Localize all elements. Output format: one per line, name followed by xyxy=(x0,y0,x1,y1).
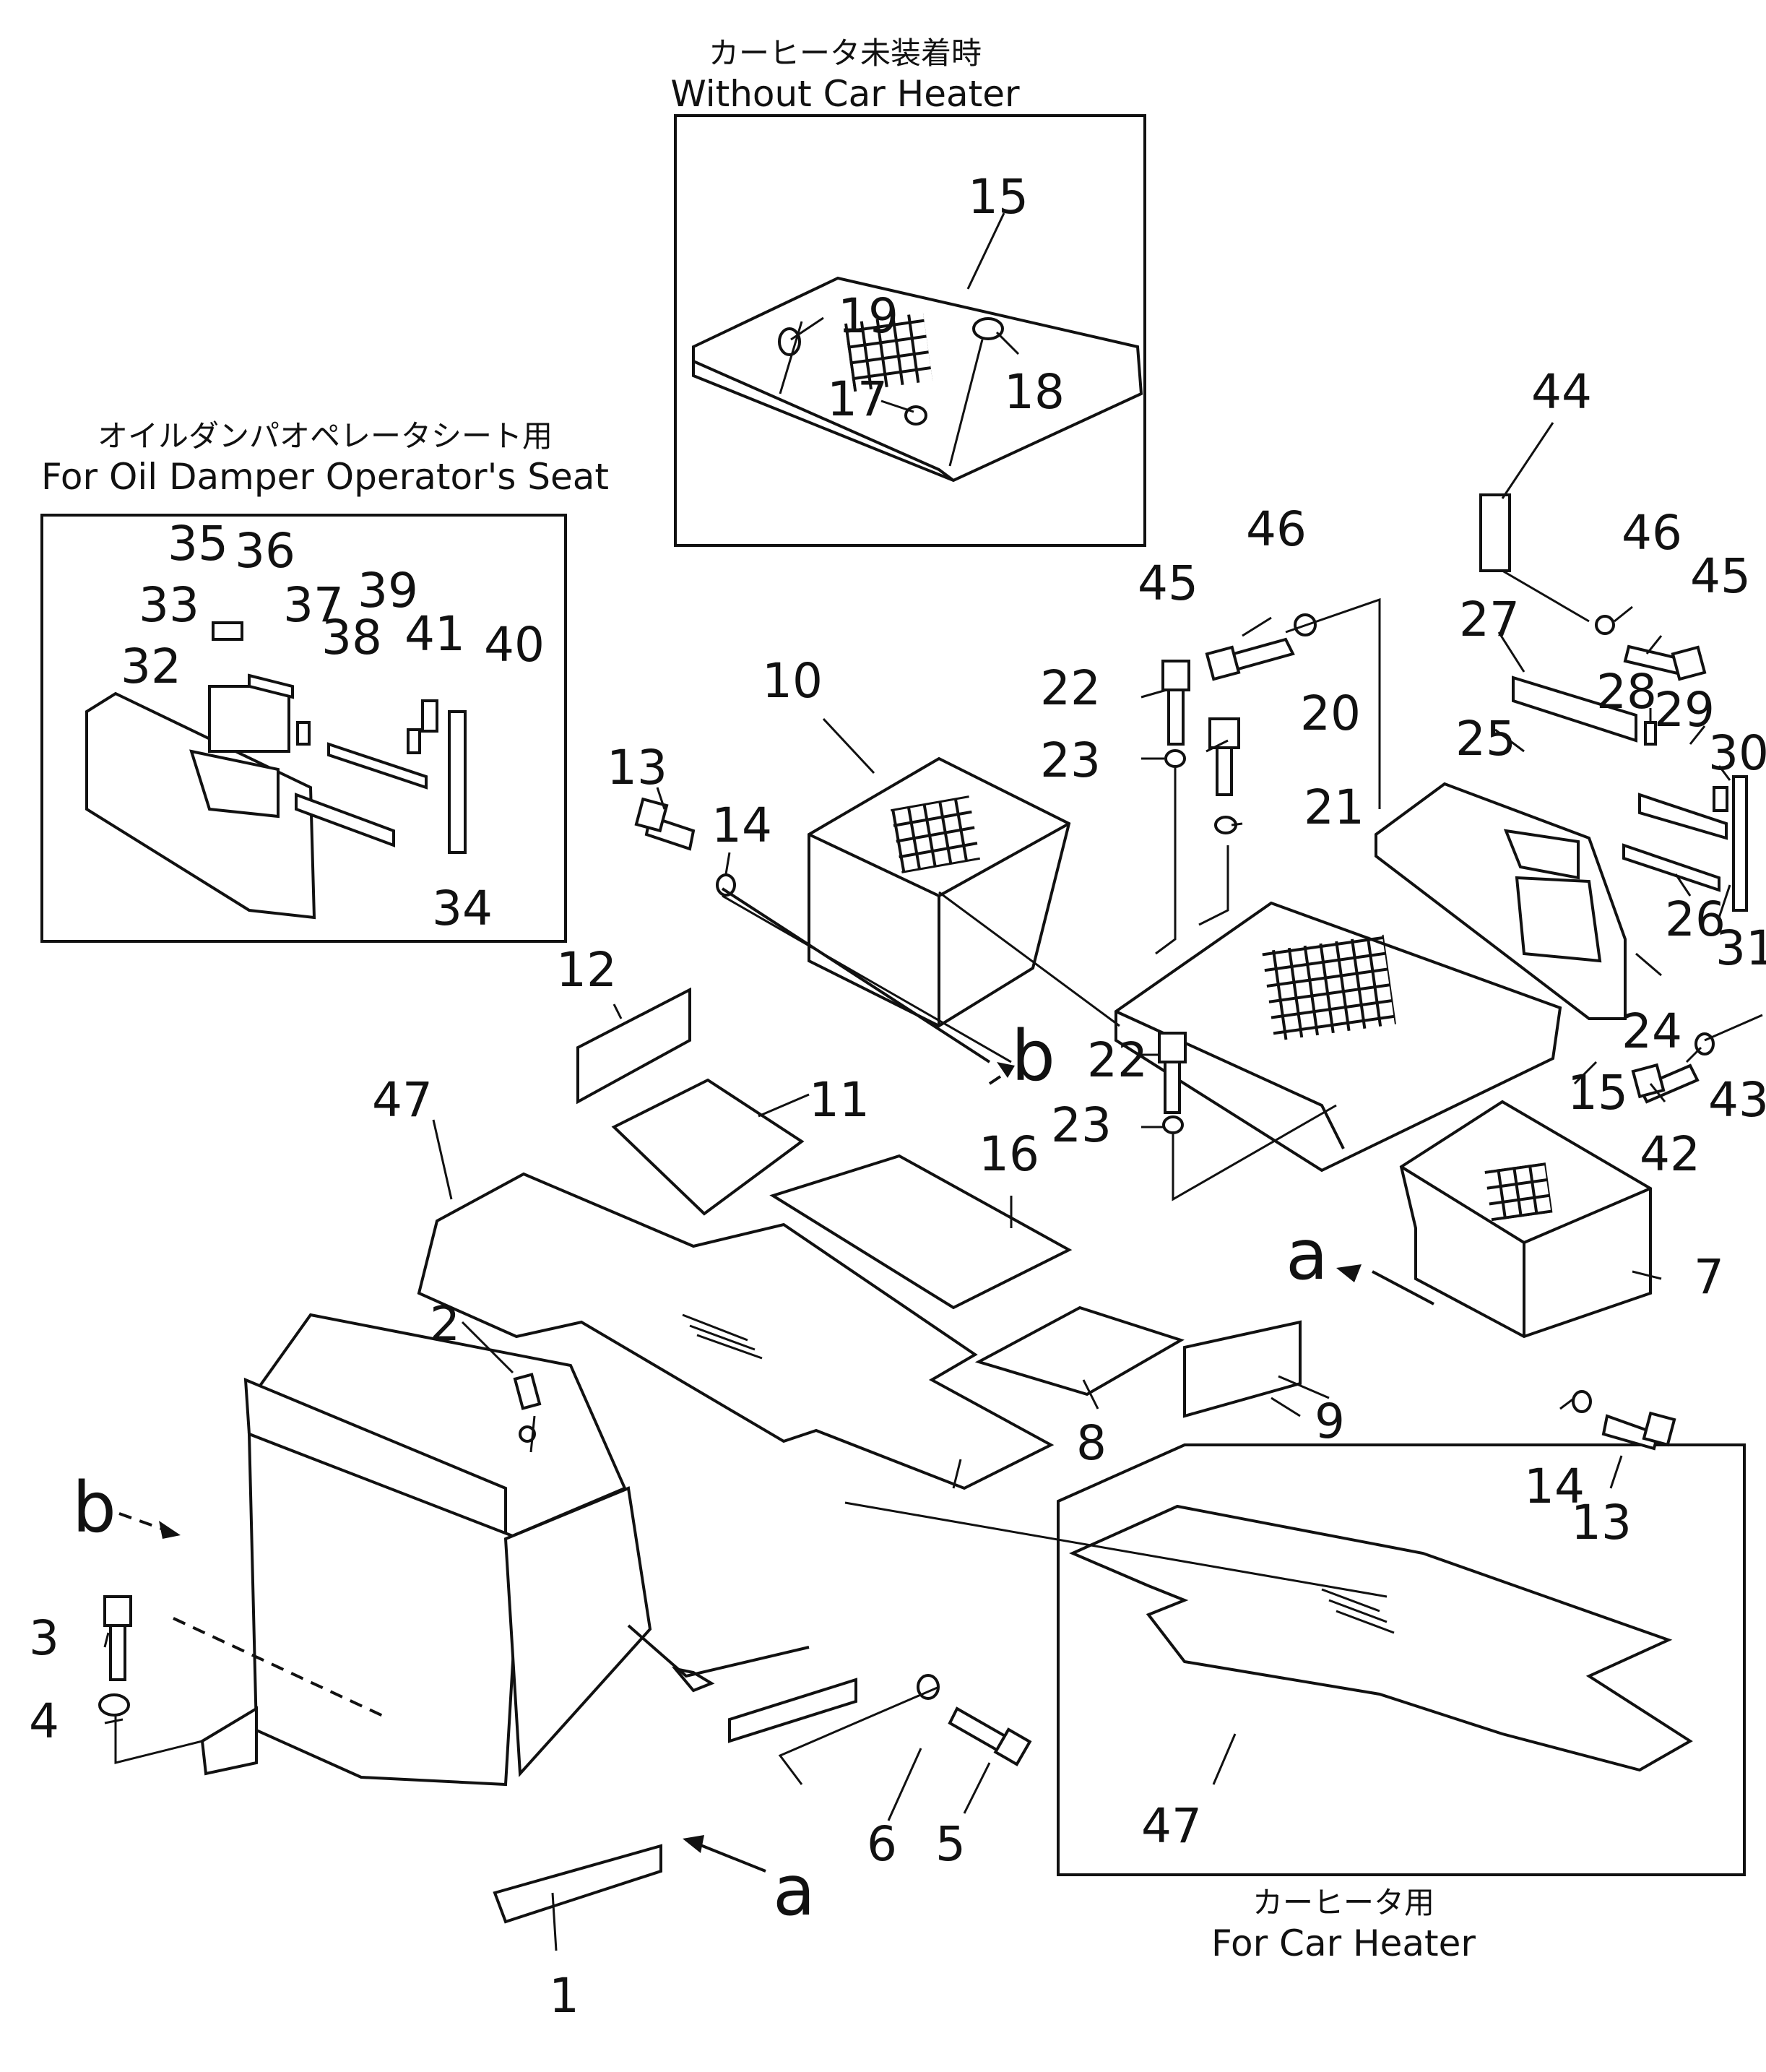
caption-jp: カーヒータ未装着時 xyxy=(708,35,982,71)
callout: 47 xyxy=(372,1072,433,1128)
part-47-floor-mat xyxy=(417,1172,1055,1490)
callout: 34 xyxy=(432,881,493,936)
callout: 38 xyxy=(321,610,382,665)
callout: 19 xyxy=(838,288,899,344)
callout: 42 xyxy=(1640,1126,1700,1182)
callout: 14 xyxy=(711,798,772,853)
part-7-cover xyxy=(1399,1100,1652,1339)
callout: 13 xyxy=(1571,1495,1632,1550)
caption-oil-damper-seat: オイルダンパオペレータシート用 For Oil Damper Operator'… xyxy=(29,412,621,498)
callout: 8 xyxy=(1076,1415,1107,1471)
part-12-plate xyxy=(576,987,691,1105)
arrow-letter-a: a xyxy=(1286,1214,1328,1295)
callout: 39 xyxy=(358,563,418,618)
callout: 47 xyxy=(1141,1798,1202,1854)
callout: 20 xyxy=(1300,686,1361,741)
callout: 9 xyxy=(1315,1394,1345,1449)
callout: 13 xyxy=(607,740,667,795)
inset-box-without-car-heater xyxy=(674,114,1146,547)
callout: 5 xyxy=(935,1816,966,1872)
callout: 14 xyxy=(1524,1459,1585,1514)
callout: 2 xyxy=(430,1296,460,1352)
caption-en: For Oil Damper Operator's Seat xyxy=(40,456,610,498)
part-15-floor-plate xyxy=(1114,901,1562,1173)
callout: 11 xyxy=(809,1072,870,1128)
part-24-side-panel xyxy=(1375,493,1748,1020)
callout: 29 xyxy=(1654,682,1715,738)
callout: 4 xyxy=(29,1693,59,1749)
seat-panel-inset xyxy=(85,621,467,920)
part-9-plate xyxy=(1183,1320,1302,1418)
callout: 1 xyxy=(549,1968,579,2024)
part-8-plate xyxy=(974,1305,1185,1397)
callout: 44 xyxy=(1531,364,1592,420)
callout: 16 xyxy=(979,1126,1039,1182)
arrow-letter-b: b xyxy=(1011,1016,1055,1097)
callout: 41 xyxy=(404,606,465,662)
callout: 17 xyxy=(827,371,888,427)
part-11-plate xyxy=(611,1078,805,1216)
callout: 45 xyxy=(1138,556,1198,611)
callout: 23 xyxy=(1040,733,1101,788)
inset-box-oil-damper-seat xyxy=(40,514,567,943)
callout: 23 xyxy=(1051,1097,1112,1153)
arrows xyxy=(118,887,1434,1873)
callout: 33 xyxy=(139,577,199,633)
floor-plate-inset xyxy=(692,276,1143,483)
callout: 30 xyxy=(1708,725,1766,781)
callout: 40 xyxy=(484,617,545,673)
leader-lines xyxy=(103,212,1763,1951)
caption-jp: オイルダンパオペレータシート用 xyxy=(97,418,553,454)
part-16-plate xyxy=(769,1154,1073,1310)
callout: 46 xyxy=(1622,505,1682,561)
callout: 28 xyxy=(1596,664,1657,720)
callout: 15 xyxy=(968,169,1029,225)
part-1-frame xyxy=(173,1313,857,1924)
callout: 25 xyxy=(1455,711,1516,767)
callout: 27 xyxy=(1459,592,1520,647)
arrow-letter-b: b xyxy=(72,1467,116,1548)
callout: 15 xyxy=(1567,1065,1628,1121)
callout: 35 xyxy=(168,516,228,571)
callout: 12 xyxy=(556,942,617,998)
callout: 46 xyxy=(1246,501,1307,557)
caption-car-heater: カーヒータ用 For Car Heater xyxy=(1163,1878,1524,1964)
fasteners xyxy=(98,613,1715,1766)
callout: 24 xyxy=(1622,1003,1682,1059)
callout: 43 xyxy=(1708,1072,1766,1128)
caption-en: For Car Heater xyxy=(1211,1922,1476,1964)
callout: 36 xyxy=(235,523,295,579)
caption-en: Without Car Heater xyxy=(670,73,1020,115)
callout: 6 xyxy=(867,1816,897,1872)
callout: 10 xyxy=(762,653,823,709)
callout: 7 xyxy=(1694,1249,1724,1305)
callout: 31 xyxy=(1715,920,1766,976)
callout: 45 xyxy=(1690,548,1751,604)
part-47-floor-mat-inset xyxy=(1069,1504,1693,1772)
inset-box-car-heater xyxy=(1057,1443,1746,1876)
callout: 26 xyxy=(1665,892,1726,947)
caption-jp: カーヒータ用 xyxy=(1252,1885,1434,1920)
callout: 37 xyxy=(283,577,344,633)
callout: 32 xyxy=(121,639,181,694)
callout: 22 xyxy=(1040,660,1101,716)
arrow-letter-a: a xyxy=(773,1850,815,1931)
caption-without-car-heater: カーヒータ未装着時 Without Car Heater xyxy=(650,29,1040,115)
callout: 21 xyxy=(1304,780,1364,835)
callout: 3 xyxy=(29,1610,59,1666)
callout: 18 xyxy=(1004,364,1065,420)
callout: 22 xyxy=(1087,1032,1148,1088)
